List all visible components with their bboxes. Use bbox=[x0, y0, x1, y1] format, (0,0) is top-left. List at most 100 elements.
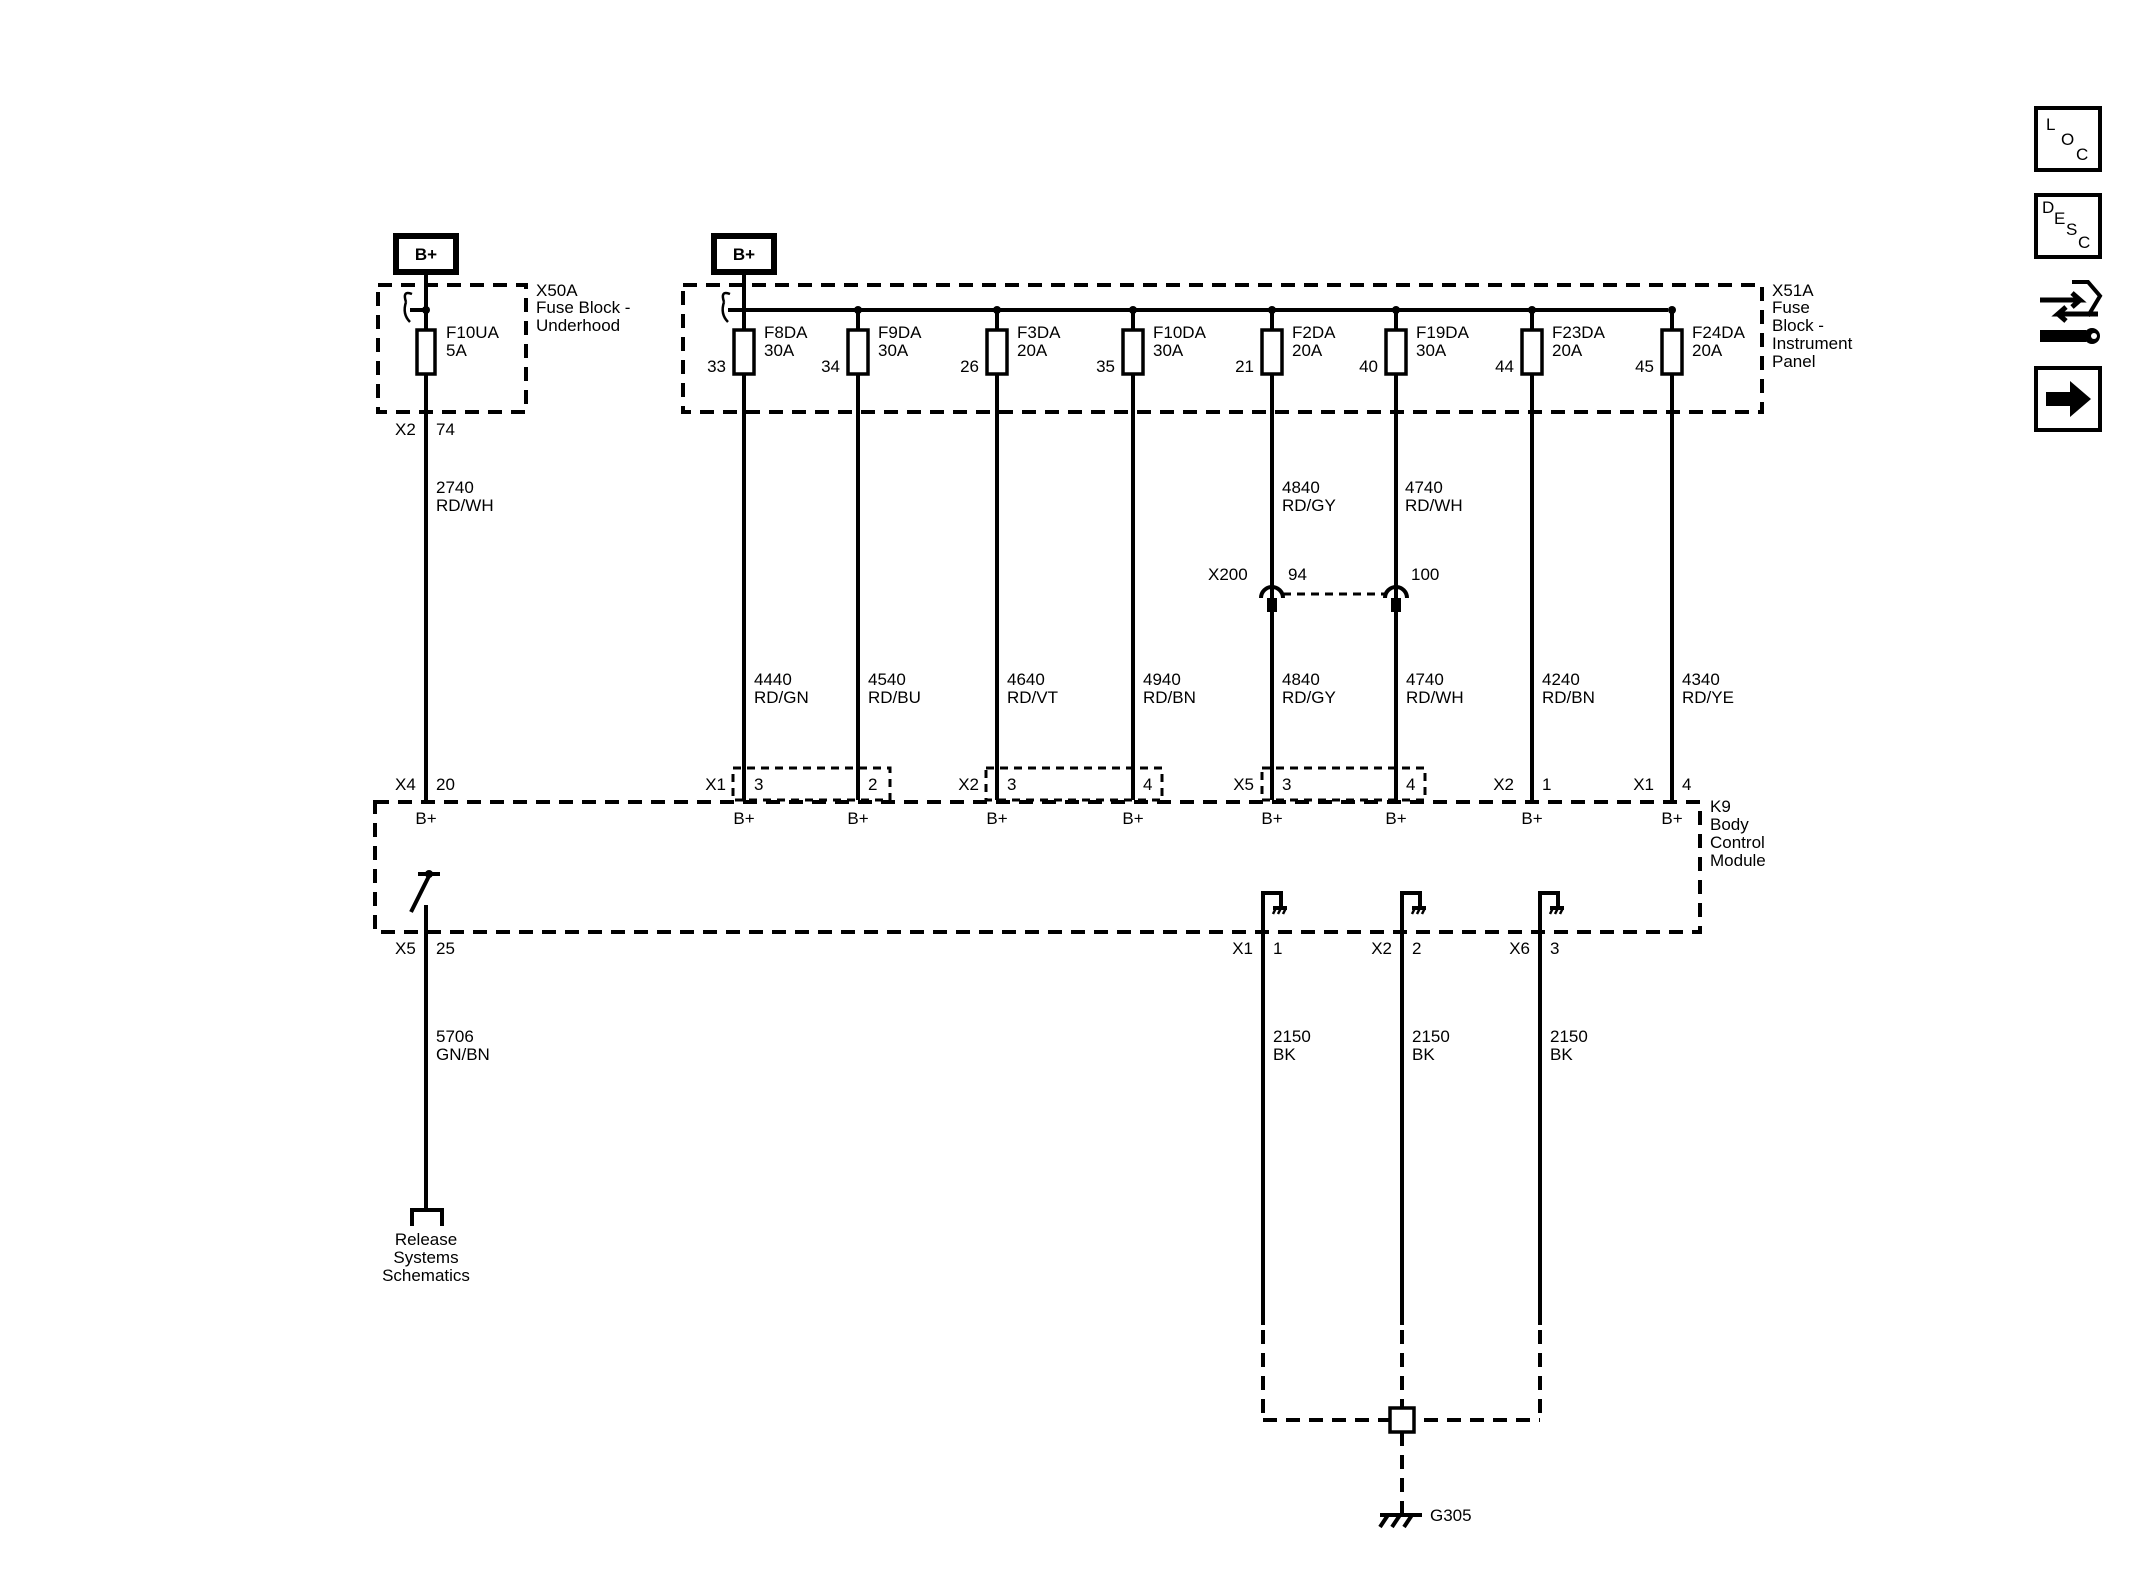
bcm-input-label: B+ bbox=[847, 809, 868, 828]
svg-text:Schematics: Schematics bbox=[382, 1266, 470, 1285]
fuse-rating: 20A bbox=[1017, 341, 1048, 360]
svg-text:Release: Release bbox=[395, 1230, 457, 1249]
svg-text:4740: 4740 bbox=[1405, 478, 1443, 497]
ground-pin: 3 bbox=[1550, 939, 1559, 958]
fuse-f10da bbox=[1121, 328, 1145, 376]
wire-circuit: 4340 bbox=[1682, 670, 1720, 689]
svg-text:O: O bbox=[2061, 130, 2074, 149]
svg-text:Module: Module bbox=[1710, 851, 1766, 870]
fuse-name: F23DA bbox=[1552, 323, 1606, 342]
svg-text:X200: X200 bbox=[1208, 565, 1248, 584]
fuse-f19da bbox=[1384, 328, 1408, 376]
fuse-rating: 30A bbox=[1153, 341, 1184, 360]
bcm-release-switch bbox=[409, 870, 440, 932]
bcm-pin: 3 bbox=[1007, 775, 1016, 794]
fuse-block-underhood: X50A Fuse Block - Underhood bbox=[376, 281, 630, 414]
svg-text:X51A: X51A bbox=[1772, 281, 1814, 300]
ground-pin: 1 bbox=[1273, 939, 1282, 958]
svg-text:B+: B+ bbox=[415, 809, 436, 828]
svg-text:Fuse: Fuse bbox=[1772, 298, 1810, 317]
fuse-name: F19DA bbox=[1416, 323, 1470, 342]
fuse-name: F9DA bbox=[878, 323, 922, 342]
svg-text:25: 25 bbox=[436, 939, 455, 958]
ground-circuit: 2150 bbox=[1412, 1027, 1450, 1046]
svg-text:5706: 5706 bbox=[436, 1027, 474, 1046]
bplus-source-left: B+ bbox=[393, 233, 459, 275]
bcm-input-label: B+ bbox=[1521, 809, 1542, 828]
svg-text:4840: 4840 bbox=[1282, 478, 1320, 497]
fuse-pin: 40 bbox=[1359, 357, 1378, 376]
fuse-rating: 30A bbox=[878, 341, 909, 360]
fuse-name: F24DA bbox=[1692, 323, 1746, 342]
bcm-input-label: B+ bbox=[1261, 809, 1282, 828]
fuse-f23da bbox=[1520, 328, 1544, 376]
fuse-f9da bbox=[846, 328, 870, 376]
wire-color: RD/GY bbox=[1282, 688, 1336, 707]
svg-text:B+: B+ bbox=[415, 245, 437, 264]
svg-text:X5: X5 bbox=[395, 939, 416, 958]
svg-text:D: D bbox=[2042, 198, 2054, 217]
fuse-name: F3DA bbox=[1017, 323, 1061, 342]
fuse-rating: 20A bbox=[1692, 341, 1723, 360]
fuse-pin: 44 bbox=[1495, 357, 1514, 376]
svg-text:RD/GY: RD/GY bbox=[1282, 496, 1336, 515]
ground-connector: X6 bbox=[1509, 939, 1530, 958]
svg-text:Fuse Block -: Fuse Block - bbox=[536, 298, 630, 317]
svg-text:X2: X2 bbox=[395, 420, 416, 439]
svg-text:G305: G305 bbox=[1430, 1506, 1472, 1525]
svg-text:Instrument: Instrument bbox=[1772, 334, 1853, 353]
desc-button[interactable]: D E S C bbox=[2034, 193, 2102, 259]
ground-g305: G305 bbox=[1378, 1505, 1472, 1529]
arrow-right-icon bbox=[2046, 381, 2091, 417]
wire-color: RD/BN bbox=[1542, 688, 1595, 707]
bcm-input-label: B+ bbox=[986, 809, 1007, 828]
svg-text:K9: K9 bbox=[1710, 797, 1731, 816]
bcm-connector: X1 bbox=[705, 775, 726, 794]
wire-circuit: 4540 bbox=[868, 670, 906, 689]
svg-text:E: E bbox=[2054, 209, 2065, 228]
fuse-f24da bbox=[1660, 328, 1684, 376]
fuse-rating: 30A bbox=[1416, 341, 1447, 360]
bcm-connector: X2 bbox=[958, 775, 979, 794]
wire-color: RD/GN bbox=[754, 688, 809, 707]
bcm-connector: X1 bbox=[1633, 775, 1654, 794]
bcm-input-label: B+ bbox=[1385, 809, 1406, 828]
fuse-name: F10DA bbox=[1153, 323, 1207, 342]
fuse-f2da bbox=[1260, 328, 1284, 376]
fuse-rating: 20A bbox=[1292, 341, 1323, 360]
bcm-pin: 4 bbox=[1682, 775, 1691, 794]
fuse-f3da bbox=[985, 328, 1009, 376]
svg-text:Panel: Panel bbox=[1772, 352, 1815, 371]
svg-text:RD/WH: RD/WH bbox=[1405, 496, 1463, 515]
svg-text:RD/WH: RD/WH bbox=[436, 496, 494, 515]
svg-text:Systems: Systems bbox=[393, 1248, 458, 1267]
fuse-block-instrument-panel: X51A Fuse Block - Instrument Panel bbox=[681, 281, 1853, 414]
fuse-f10ua-rating: 5A bbox=[446, 341, 467, 360]
svg-text:X4: X4 bbox=[395, 775, 416, 794]
connector-x200: X200 94 100 bbox=[1208, 565, 1439, 612]
svg-text:L: L bbox=[2046, 115, 2055, 134]
loc-button[interactable]: L O C bbox=[2034, 106, 2102, 172]
wire-circuit: 4940 bbox=[1143, 670, 1181, 689]
fuse-name: F2DA bbox=[1292, 323, 1336, 342]
fuse-pin: 33 bbox=[707, 357, 726, 376]
wire-circuit: 4640 bbox=[1007, 670, 1045, 689]
svg-text:Body: Body bbox=[1710, 815, 1749, 834]
svg-text:C: C bbox=[2078, 233, 2090, 252]
next-page-button[interactable] bbox=[2034, 366, 2102, 432]
connector-repair-icon[interactable] bbox=[2040, 280, 2103, 344]
ground-connector: X2 bbox=[1371, 939, 1392, 958]
svg-text:Underhood: Underhood bbox=[536, 316, 620, 335]
fuse-pin: 21 bbox=[1235, 357, 1254, 376]
svg-text:74: 74 bbox=[436, 420, 455, 439]
release-systems-link[interactable]: Release Systems Schematics bbox=[382, 1208, 470, 1285]
wire-circuit: 4740 bbox=[1406, 670, 1444, 689]
ground-color: BK bbox=[1273, 1045, 1296, 1064]
